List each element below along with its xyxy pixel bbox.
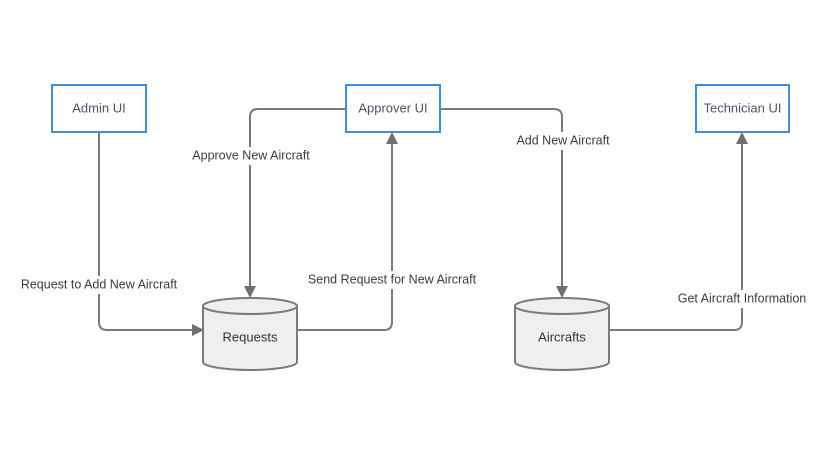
edge-label-bg [674, 290, 810, 308]
aircrafts-store-label: Aircrafts [538, 329, 586, 344]
edge-label-send-request: Send Request for New Aircraft [308, 272, 477, 286]
admin-ui-label: Admin UI [72, 100, 125, 115]
arrow-into-requests-left-icon [192, 324, 204, 336]
edge-label-bg [307, 271, 478, 289]
technician-ui-node[interactable]: Technician UI [695, 84, 790, 133]
admin-ui-node[interactable]: Admin UI [51, 84, 147, 133]
edge-label-bg [20, 276, 179, 294]
edge-aircrafts-to-technician [610, 143, 743, 331]
edge-label-bg [190, 147, 312, 165]
approver-ui-node[interactable]: Approver UI [345, 84, 441, 133]
edge-label-request-to-add: Request to Add New Aircraft [21, 277, 178, 291]
technician-ui-label: Technician UI [703, 100, 781, 115]
edge-admin-to-requests [98, 133, 193, 331]
arrow-into-aircrafts-top-icon [556, 286, 568, 298]
arrow-into-approver-bottom-icon [386, 132, 398, 144]
requests-store[interactable]: Requests [202, 297, 298, 371]
edge-requests-to-approver [298, 143, 393, 331]
requests-store-label: Requests [223, 329, 278, 344]
arrow-into-requests-top-icon [244, 286, 256, 298]
edge-label-get-info: Get Aircraft Information [678, 291, 807, 305]
arrow-into-technician-bottom-icon [736, 132, 748, 144]
edge-label-bg [513, 132, 613, 150]
edge-approver-to-requests [249, 108, 346, 287]
aircrafts-store[interactable]: Aircrafts [514, 297, 610, 371]
edge-label-approve-new: Approve New Aircraft [192, 148, 310, 162]
approver-ui-label: Approver UI [358, 100, 427, 115]
edge-label-add-new: Add New Aircraft [516, 133, 610, 147]
edge-approver-to-aircrafts [440, 108, 563, 287]
